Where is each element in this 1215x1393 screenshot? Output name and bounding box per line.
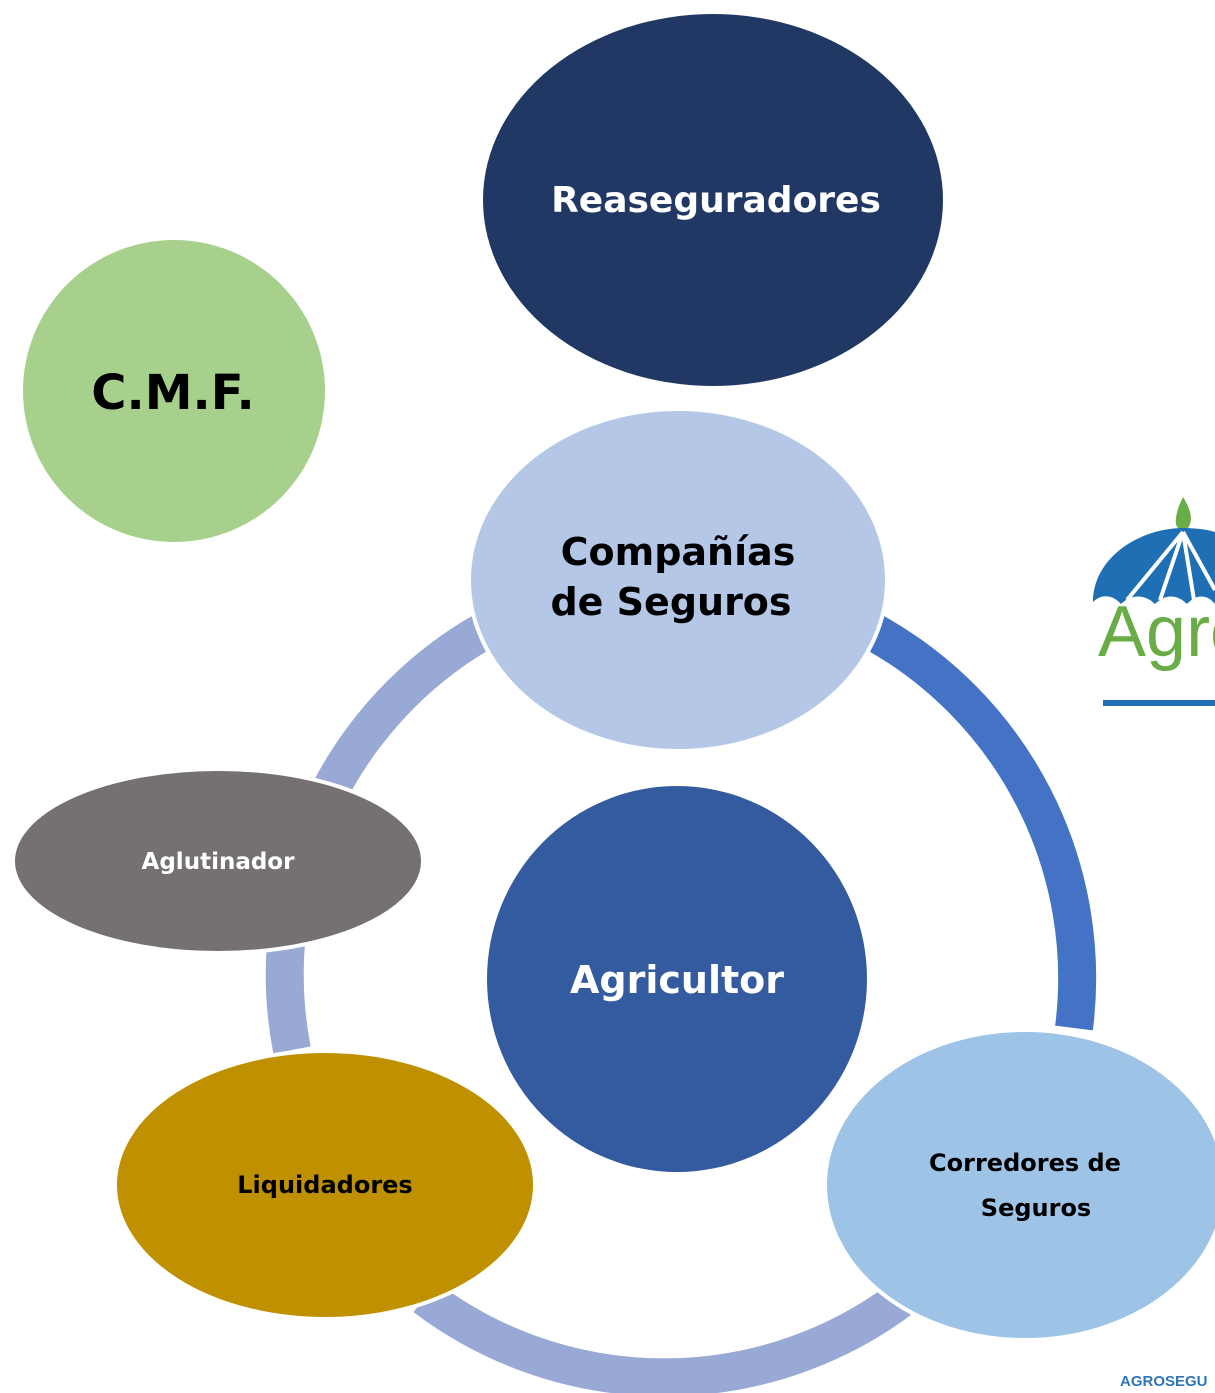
node-corredores-de-seguros: Corredores de Seguros [823,1028,1215,1342]
umbrella-icon [1093,497,1215,706]
corredores-label-line1: Corredores de [929,1149,1121,1177]
node-reaseguradores: Reaseguradores [483,14,943,386]
node-companias-de-seguros: Compañías de Seguros [467,407,889,753]
reaseguradores-label: Reaseguradores [551,180,881,221]
agricultor-label: Agricultor [570,958,784,1002]
logo-text: Agro [1098,592,1215,672]
node-agricultor: Agricultor [487,786,867,1172]
cmf-label: C.M.F. [91,365,254,421]
ring-segment-right [860,613,1097,1031]
companias-label-line2: de Seguros [550,580,791,624]
node-liquidadores: Liquidadores [113,1049,537,1321]
liquidadores-label: Liquidadores [237,1171,412,1199]
footer-watermark: AGROSEGU [1120,1373,1208,1390]
aglutinador-label: Aglutinador [142,849,296,875]
agro-logo: Agro [1093,497,1215,706]
corredores-label-line2: Seguros [981,1194,1091,1222]
companias-label-line1: Compañías [561,530,796,574]
node-aglutinador: Aglutinador [11,767,425,955]
ring-segment-bottom [413,1279,918,1393]
node-cmf: C.M.F. [23,240,325,542]
